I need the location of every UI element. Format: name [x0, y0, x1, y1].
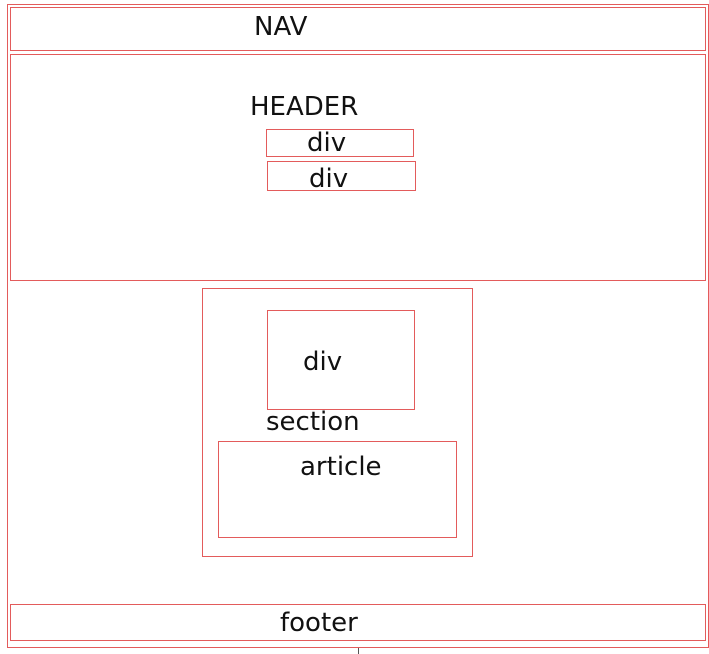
header-label: HEADER — [250, 92, 359, 122]
section-label: section — [266, 407, 360, 437]
footer-label: footer — [280, 608, 358, 638]
article-label: article — [300, 452, 382, 482]
bottom-connector-line — [358, 648, 359, 654]
nav-label: NAV — [254, 12, 308, 42]
header-box — [10, 54, 706, 281]
section-div-box — [267, 310, 415, 410]
header-div-label-2: div — [309, 164, 349, 194]
section-div-label: div — [303, 347, 343, 377]
header-div-box-1 — [266, 129, 414, 157]
header-div-label-1: div — [307, 128, 347, 158]
article-box — [218, 441, 457, 538]
footer-box — [10, 604, 706, 641]
header-div-box-2 — [267, 161, 416, 191]
section-box — [202, 288, 473, 557]
nav-box — [10, 7, 706, 51]
